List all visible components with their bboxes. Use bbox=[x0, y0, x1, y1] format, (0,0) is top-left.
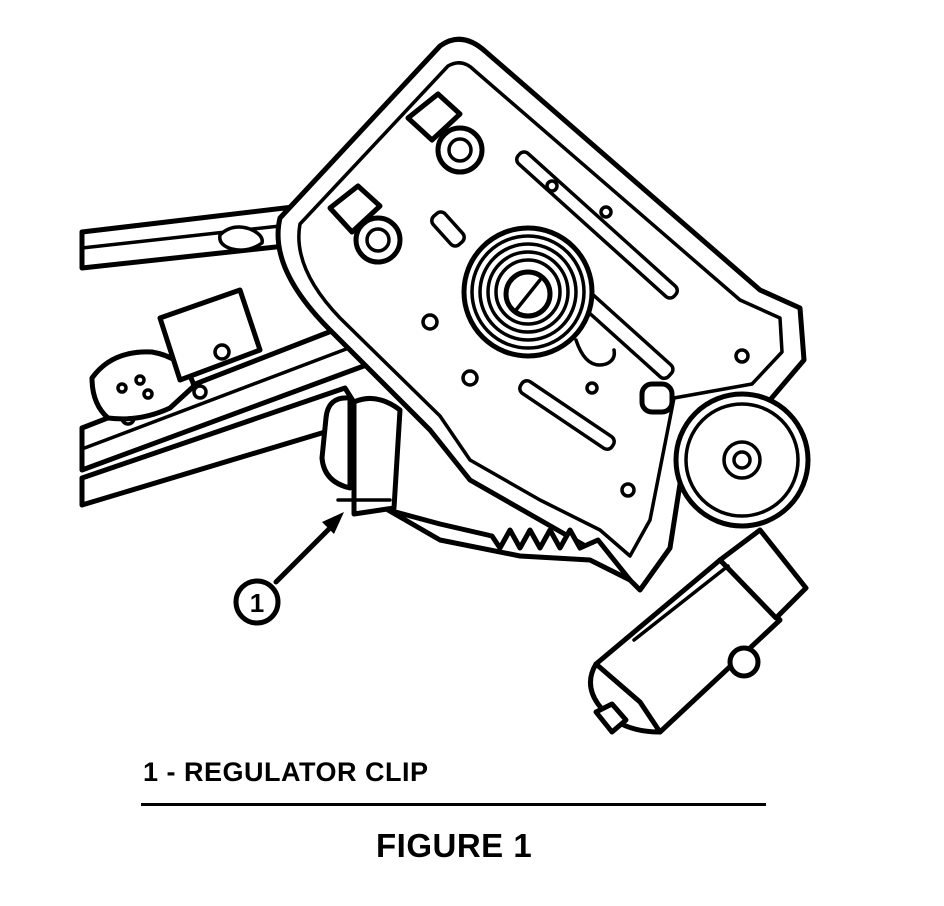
spiral-spring bbox=[461, 225, 617, 367]
mounting-nut-upper bbox=[405, 91, 485, 175]
legend-label: REGULATOR CLIP bbox=[184, 757, 429, 787]
bracket-left bbox=[89, 287, 263, 422]
legend-divider bbox=[141, 803, 766, 806]
gear-sector bbox=[385, 507, 633, 583]
regulator-clip bbox=[319, 395, 403, 517]
figure-title: FIGURE 1 bbox=[376, 827, 533, 864]
cable-drum bbox=[673, 391, 811, 529]
legend-separator: - bbox=[158, 757, 185, 787]
regulator-motor bbox=[588, 527, 809, 735]
callout-leader bbox=[273, 512, 344, 585]
callout-number-1: 1 bbox=[250, 588, 264, 618]
callout-bubble-1: 1 bbox=[233, 578, 281, 626]
mounting-nut-lower bbox=[327, 183, 403, 265]
legend-item-1: 1 - REGULATOR CLIP bbox=[143, 757, 429, 788]
legend-number: 1 bbox=[143, 757, 159, 787]
rail-upper bbox=[79, 202, 325, 271]
